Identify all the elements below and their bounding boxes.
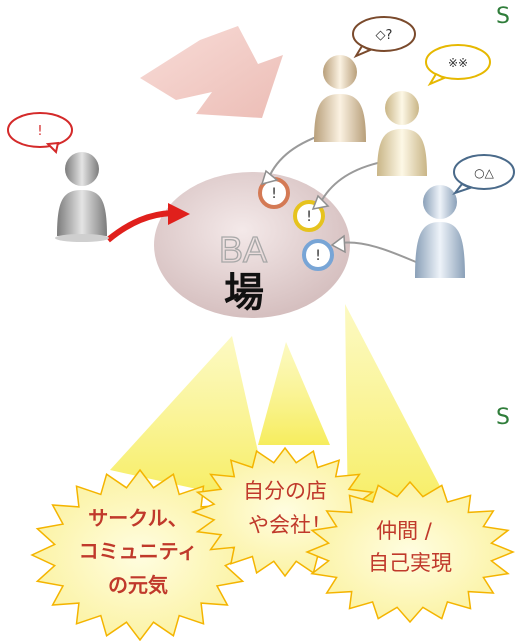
exclamation-circle-red: ! bbox=[258, 177, 290, 209]
svg-text:自分の店: 自分の店 bbox=[243, 479, 327, 503]
burst-peers: 仲間 / 自己実現 bbox=[305, 480, 515, 624]
speech-bubble-left: ! bbox=[7, 112, 73, 154]
svg-text:の元気: の元気 bbox=[108, 573, 168, 597]
speech-bubble-right: ○△ bbox=[452, 154, 515, 195]
svg-text:!: ! bbox=[315, 248, 321, 264]
svg-text:!: ! bbox=[306, 209, 312, 225]
svg-text:!: ! bbox=[37, 124, 42, 139]
person-left-icon bbox=[55, 152, 109, 242]
svg-text:仲間 /: 仲間 / bbox=[376, 519, 433, 543]
svg-text:!: ! bbox=[271, 186, 277, 202]
person-mid-icon bbox=[377, 91, 427, 176]
red-arrow-icon bbox=[106, 203, 190, 243]
speech-bubble-mid: ※※ bbox=[425, 44, 491, 87]
svg-text:※※: ※※ bbox=[448, 56, 468, 70]
edge-letter-middle: S bbox=[496, 405, 510, 430]
person-right-icon bbox=[415, 185, 465, 278]
edge-letter-top: S bbox=[496, 4, 510, 29]
svg-text:○△: ○△ bbox=[474, 166, 494, 180]
svg-text:自己実現: 自己実現 bbox=[368, 551, 452, 575]
connector-arrowheads bbox=[260, 169, 346, 254]
person-top-icon bbox=[314, 55, 366, 142]
svg-text:◇?: ◇? bbox=[376, 28, 393, 43]
svg-text:サークル、: サークル、 bbox=[88, 506, 187, 530]
light-rays bbox=[110, 304, 455, 520]
exclamation-circle-blue: ! bbox=[302, 239, 334, 271]
ba-romaji-label: BA bbox=[219, 229, 267, 270]
ba-kanji-label: 場 bbox=[224, 270, 264, 316]
svg-text:コミュニティ: コミュニティ bbox=[79, 539, 198, 563]
speech-bubble-top: ◇? bbox=[352, 16, 416, 59]
big-arrow-icon bbox=[140, 26, 283, 118]
